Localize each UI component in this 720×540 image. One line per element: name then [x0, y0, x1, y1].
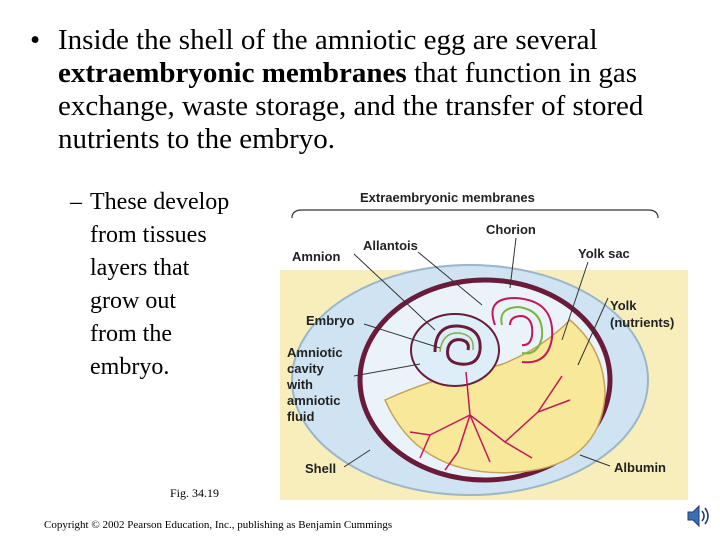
yolk-sac-vessels: [409, 371, 571, 471]
amniotic-egg-diagram: Extraembryonic membranes Chorion Allanto…: [280, 190, 688, 500]
sub-bullet-line: grow out: [90, 288, 176, 314]
label-allantois: Allantois: [363, 238, 418, 253]
label-amniotic-cavity: amniotic: [287, 393, 340, 408]
label-albumin: Albumin: [614, 460, 666, 475]
embryo: [433, 324, 482, 366]
sub-bullet-line: from tissues: [90, 222, 207, 248]
speaker-icon[interactable]: [684, 502, 712, 530]
sub-bullet-line: embryo.: [90, 354, 170, 380]
sub-bullet-line: layers that: [90, 255, 190, 281]
figure-label: Fig. 34.19: [170, 486, 220, 500]
label-amnion: Amnion: [292, 249, 340, 264]
bullet-text-part1: Inside the shell of the amniotic egg are…: [58, 24, 598, 56]
sub-bullet-line: These develop: [90, 189, 230, 215]
bullet-text-bold: extraembryonic membranes: [58, 57, 407, 89]
bracket-line: [291, 209, 659, 219]
label-amniotic-cavity: with: [286, 377, 313, 392]
bullet-text-part2: that function in gas exchange, waste sto…: [58, 57, 644, 155]
label-yolk-nutrients: (nutrients): [610, 315, 674, 330]
bullet-marker: •: [30, 24, 41, 56]
leader-lines: [343, 237, 611, 468]
label-shell: Shell: [305, 461, 336, 476]
amniotic-cavity: [410, 313, 500, 387]
main-bullet-text: Inside the shell of the amniotic egg are…: [58, 24, 690, 156]
sub-bullet-marker: –: [70, 189, 82, 215]
label-amniotic-cavity: Amniotic: [287, 345, 343, 360]
label-amniotic-cavity: fluid: [287, 409, 314, 424]
diagram-title: Extraembryonic membranes: [360, 190, 535, 205]
label-chorion: Chorion: [486, 222, 536, 237]
label-yolk-sac: Yolk sac: [578, 246, 630, 261]
label-amniotic-cavity: cavity: [287, 361, 325, 376]
sub-bullet: – These develop from tissues layers that…: [70, 186, 270, 384]
label-embryo: Embryo: [306, 313, 354, 328]
allantois: [491, 296, 554, 364]
main-bullet: • Inside the shell of the amniotic egg a…: [30, 24, 690, 156]
label-yolk: Yolk: [610, 298, 637, 313]
sub-bullet-line: from the: [90, 321, 172, 347]
sub-bullet-text: These develop from tissues layers that g…: [90, 186, 270, 384]
copyright-text: Copyright © 2002 Pearson Education, Inc.…: [44, 519, 393, 531]
